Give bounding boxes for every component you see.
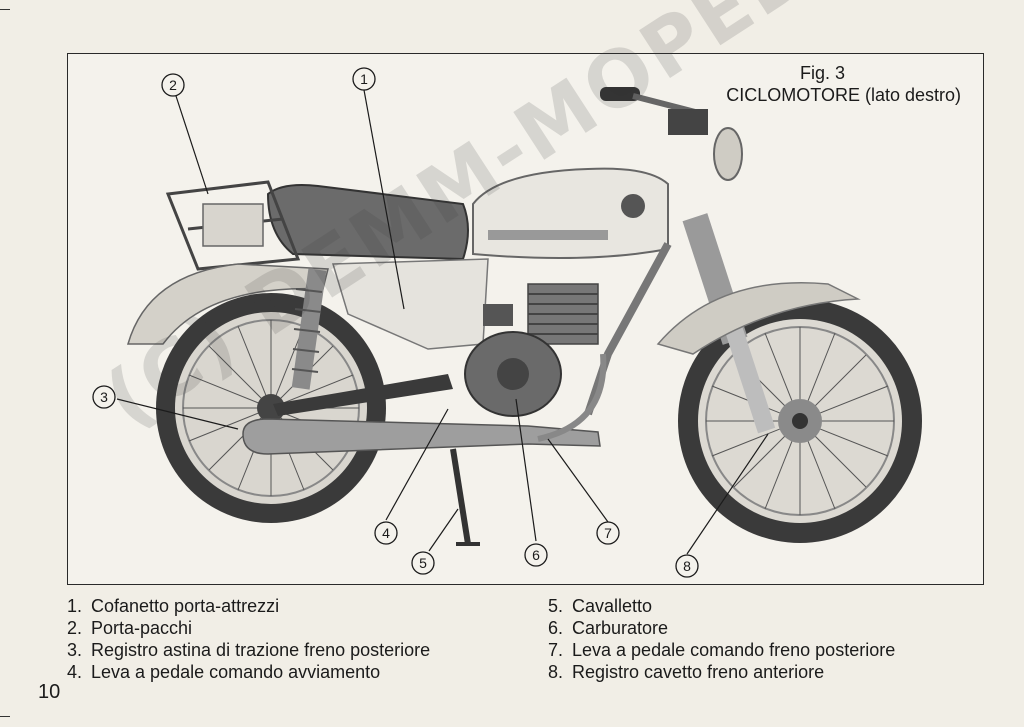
figure-frame: 1 2 3 4 5 6 7 xyxy=(67,53,984,585)
side-panel xyxy=(332,258,489,350)
callout-5: 5 xyxy=(411,551,435,575)
page-number: 10 xyxy=(38,681,61,703)
legend-item: 6.Carburatore xyxy=(548,618,669,638)
legend-item: 3.Registro astina di trazione freno post… xyxy=(67,640,431,660)
callout-2: 2 xyxy=(161,73,185,97)
swingarm xyxy=(273,374,453,416)
legend-item: 2.Porta-pacchi xyxy=(67,618,193,638)
kickstand xyxy=(450,448,480,546)
callout-4: 4 xyxy=(374,521,398,545)
svg-text:1: 1 xyxy=(360,71,368,87)
legend-item: 1.Cofanetto porta-attrezzi xyxy=(67,596,280,616)
figure-title: CICLOMOTORE (lato destro) xyxy=(726,85,961,105)
legend-item: 7.Leva a pedale comando freno posteriore xyxy=(548,640,896,660)
svg-text:8: 8 xyxy=(683,558,691,574)
crop-mark-bottom xyxy=(0,716,10,717)
crop-mark-top xyxy=(0,9,10,10)
figure-number: Fig. 3 xyxy=(799,63,845,83)
seat xyxy=(266,184,469,261)
legend-right: 5.Cavalletto 6.Carburatore 7.Leva a peda… xyxy=(548,595,895,683)
handlebar xyxy=(600,87,743,181)
front-fork xyxy=(656,213,861,434)
rear-shock xyxy=(291,268,327,390)
rear-rack xyxy=(165,180,301,271)
callout-7: 7 xyxy=(596,521,620,545)
svg-text:2: 2 xyxy=(169,77,177,93)
svg-text:7: 7 xyxy=(604,525,612,541)
legend-item: 5.Cavalletto xyxy=(548,596,653,616)
legend-left: 1.Cofanetto porta-attrezzi 2.Porta-pacch… xyxy=(67,595,430,683)
svg-text:5: 5 xyxy=(419,555,427,571)
legend-item: 8.Registro cavetto freno anteriore xyxy=(548,662,825,682)
callout-6: 6 xyxy=(524,543,548,567)
exhaust-pipe xyxy=(242,353,607,455)
figure-caption: Fig. 3 CICLOMOTORE (lato destro) xyxy=(726,62,961,106)
svg-text:6: 6 xyxy=(532,547,540,563)
svg-text:3: 3 xyxy=(100,389,108,405)
callout-8: 8 xyxy=(675,554,699,578)
fuel-tank xyxy=(472,167,669,259)
rear-wheel xyxy=(156,293,386,523)
callout-3: 3 xyxy=(92,385,116,409)
svg-text:4: 4 xyxy=(382,525,390,541)
legend-item: 4.Leva a pedale comando avviamento xyxy=(67,662,381,682)
engine xyxy=(464,283,599,417)
moped-illustration: 1 2 3 4 5 6 7 xyxy=(92,67,922,578)
frame-tube xyxy=(584,242,672,416)
callout-1: 1 xyxy=(352,67,376,91)
